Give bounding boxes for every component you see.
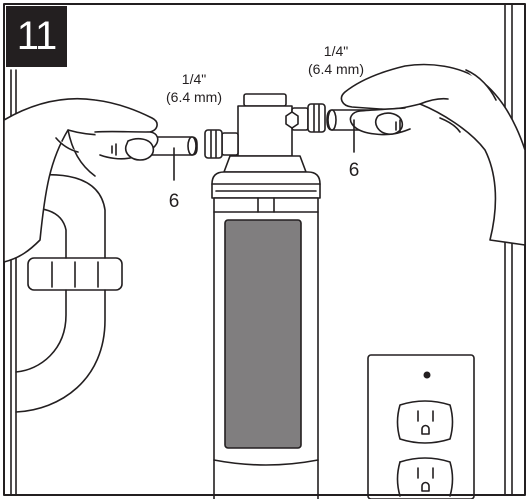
left-size-mm-label: (6.4 mm)	[166, 89, 222, 105]
wall-outlet	[367, 354, 475, 499]
filter-cartridge	[211, 171, 321, 499]
right-tubing-callout: 6	[348, 160, 360, 181]
filter-head	[204, 93, 326, 173]
filter-media-window	[224, 219, 302, 449]
left-tubing-callout: 6	[168, 191, 180, 212]
right-size-inch-label: 1/4"	[323, 43, 349, 59]
step-number-badge: 11	[6, 6, 67, 67]
right-size-mm-label: (6.4 mm)	[308, 61, 364, 77]
left-size-inch-label: 1/4"	[181, 71, 207, 87]
right-hand	[340, 63, 526, 246]
left-hand	[3, 97, 159, 263]
left-tubing	[149, 136, 198, 156]
